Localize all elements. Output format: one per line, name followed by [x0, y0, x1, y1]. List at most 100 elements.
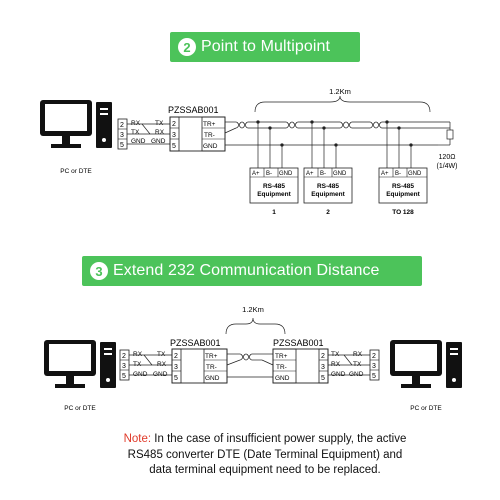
rs485-bus	[224, 121, 454, 146]
svg-text:B-: B-	[320, 171, 326, 177]
svg-text:GND: GND	[203, 143, 218, 150]
svg-text:GND: GND	[279, 171, 293, 177]
rs485-device-2: A+ B- GND RS-485 Equipment 2	[303, 167, 353, 216]
svg-text:TR+: TR+	[275, 353, 288, 360]
svg-text:5: 5	[321, 375, 325, 382]
svg-text:Equipment: Equipment	[257, 191, 291, 198]
svg-text:2: 2	[321, 353, 325, 360]
rs485-device-128: A+ B- GND RS-485 Equipment TO 128	[378, 167, 428, 216]
svg-text:TR-: TR-	[206, 364, 217, 371]
svg-text:2: 2	[172, 121, 176, 128]
converter-signals: TX RX GND	[151, 120, 166, 145]
svg-text:GND: GND	[275, 375, 290, 382]
svg-text:RX: RX	[133, 351, 143, 358]
distance-label-2: 1.2Km	[242, 305, 264, 314]
pc-pin-block: 2 3 5	[117, 118, 128, 150]
section-title: Extend 232 Communication Distance	[113, 262, 380, 279]
pc-icon-right	[390, 340, 462, 388]
svg-text:Equipment: Equipment	[386, 191, 420, 198]
distance-label: 1.2Km	[329, 87, 351, 96]
svg-text:TR+: TR+	[203, 121, 216, 128]
svg-text:RX: RX	[331, 361, 341, 368]
section-title: Point to Multipoint	[201, 38, 331, 55]
converter-right-box: TR+ TR- GND 2 3 5	[272, 348, 329, 384]
bus-gap-fillers	[286, 121, 382, 129]
svg-text:RS-485: RS-485	[263, 183, 285, 190]
pc-icon	[40, 100, 112, 148]
svg-text:5: 5	[120, 142, 124, 149]
svg-text:5: 5	[122, 373, 126, 380]
svg-text:RX: RX	[157, 361, 167, 368]
svg-text:GND: GND	[333, 171, 347, 177]
svg-text:RX: RX	[155, 129, 165, 136]
svg-text:TX: TX	[157, 351, 166, 358]
svg-text:2: 2	[120, 122, 124, 129]
svg-text:TX: TX	[353, 361, 362, 368]
svg-text:TX: TX	[331, 351, 340, 358]
pc-icon-left	[44, 340, 116, 388]
svg-text:B-: B-	[266, 171, 272, 177]
svg-text:3: 3	[321, 364, 325, 371]
svg-text:2: 2	[122, 353, 126, 360]
device-number: TO 128	[392, 209, 414, 216]
svg-text:TX: TX	[155, 120, 164, 127]
svg-text:A+: A+	[381, 171, 389, 177]
svg-text:3: 3	[372, 363, 376, 370]
svg-text:RS-485: RS-485	[317, 183, 339, 190]
svg-text:RS-485: RS-485	[392, 183, 414, 190]
svg-text:GND: GND	[331, 371, 346, 378]
left-pc-pin-block: 2 3 5	[119, 349, 130, 381]
converter-box: 2 3 5 TR+ TR- GND	[169, 116, 226, 152]
svg-text:2: 2	[372, 353, 376, 360]
left-pc-signals: RX TX GND TX RX GND	[133, 351, 168, 378]
svg-text:TR-: TR-	[276, 364, 287, 371]
power-supply-note: Note: In the case of insufficient power …	[120, 432, 410, 479]
resistor-power: (1/4W)	[437, 163, 458, 170]
svg-text:5: 5	[172, 143, 176, 150]
svg-text:TX: TX	[133, 361, 142, 368]
svg-text:GND: GND	[153, 371, 168, 378]
note-text: In the case of insufficient power supply…	[127, 433, 407, 476]
svg-text:GND: GND	[151, 138, 166, 145]
svg-text:GND: GND	[205, 375, 220, 382]
converter-left-model: PZSSAB001	[170, 338, 221, 348]
svg-text:B-: B-	[395, 171, 401, 177]
svg-text:GND: GND	[133, 371, 148, 378]
converter-model: PZSSAB001	[168, 105, 219, 115]
svg-text:A+: A+	[252, 171, 260, 177]
converter-right-model: PZSSAB001	[273, 338, 324, 348]
svg-text:3: 3	[122, 363, 126, 370]
pc-label: PC or DTE	[60, 168, 92, 175]
pc-label-right: PC or DTE	[410, 405, 442, 412]
section-number-badge: 2	[178, 38, 196, 56]
svg-text:GND: GND	[408, 171, 422, 177]
svg-text:TR+: TR+	[205, 353, 218, 360]
section-banner-extend-232: 3 Extend 232 Communication Distance	[82, 256, 422, 286]
converter-left-box: 2 3 5 TR+ TR- GND	[171, 348, 228, 384]
rs485-link	[226, 353, 274, 378]
svg-text:3: 3	[172, 132, 176, 139]
device-number: 1	[272, 209, 276, 216]
svg-text:3: 3	[174, 364, 178, 371]
svg-text:Equipment: Equipment	[311, 191, 345, 198]
right-pc-signals: TX RX GND RX TX GND	[331, 351, 364, 378]
svg-text:5: 5	[372, 373, 376, 380]
pc-signals: RX TX GND	[131, 120, 146, 145]
svg-text:TR-: TR-	[204, 132, 215, 139]
svg-text:GND: GND	[349, 371, 364, 378]
pc-label-left: PC or DTE	[64, 405, 96, 412]
svg-text:3: 3	[120, 132, 124, 139]
section-number-badge: 3	[90, 262, 108, 280]
rs485-device-1: A+ B- GND RS-485 Equipment 1	[249, 167, 299, 216]
section-banner-point-to-multipoint: 2 Point to Multipoint	[170, 32, 360, 62]
svg-text:A+: A+	[306, 171, 314, 177]
svg-text:5: 5	[174, 375, 178, 382]
note-label: Note:	[123, 433, 152, 445]
right-pc-pin-block: 2 3 5	[369, 349, 380, 381]
device-number: 2	[326, 209, 330, 216]
resistor-value: 120Ω	[439, 154, 456, 161]
svg-text:RX: RX	[131, 120, 141, 127]
svg-text:GND: GND	[131, 138, 146, 145]
svg-text:TX: TX	[131, 129, 140, 136]
